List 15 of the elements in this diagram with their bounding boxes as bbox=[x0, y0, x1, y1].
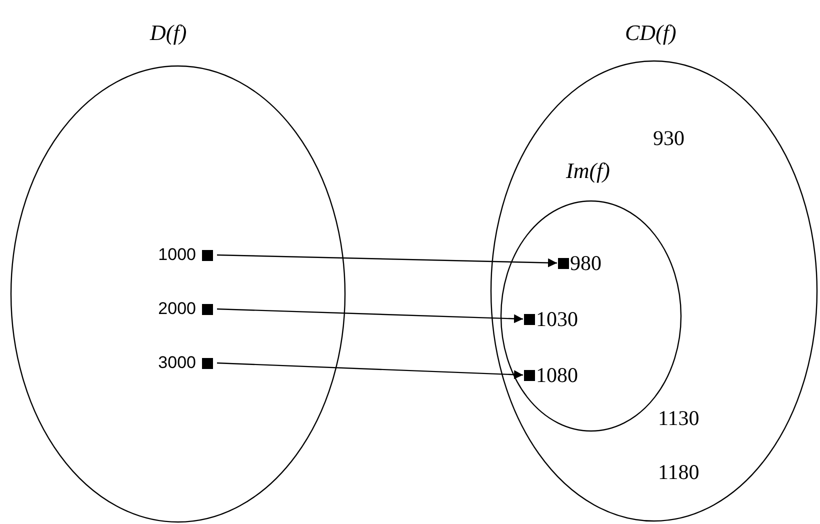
set-label: Im(f) bbox=[566, 158, 610, 184]
element-value: 930 bbox=[653, 126, 684, 150]
element-value: 980 bbox=[570, 250, 602, 276]
element-value: 1030 bbox=[536, 306, 578, 332]
arrow bbox=[216, 254, 558, 268]
element-value: 1000 bbox=[158, 245, 196, 265]
element-value: 3000 bbox=[158, 353, 196, 373]
element-value: 1130 bbox=[658, 406, 700, 430]
arrow bbox=[216, 362, 524, 380]
element-value: 1180 bbox=[658, 460, 700, 484]
set-label: D(f) bbox=[150, 20, 187, 46]
element-value: 2000 bbox=[158, 299, 196, 319]
arrow bbox=[216, 308, 524, 324]
set-label: CD(f) bbox=[625, 20, 676, 46]
element-value: 1080 bbox=[536, 362, 578, 388]
